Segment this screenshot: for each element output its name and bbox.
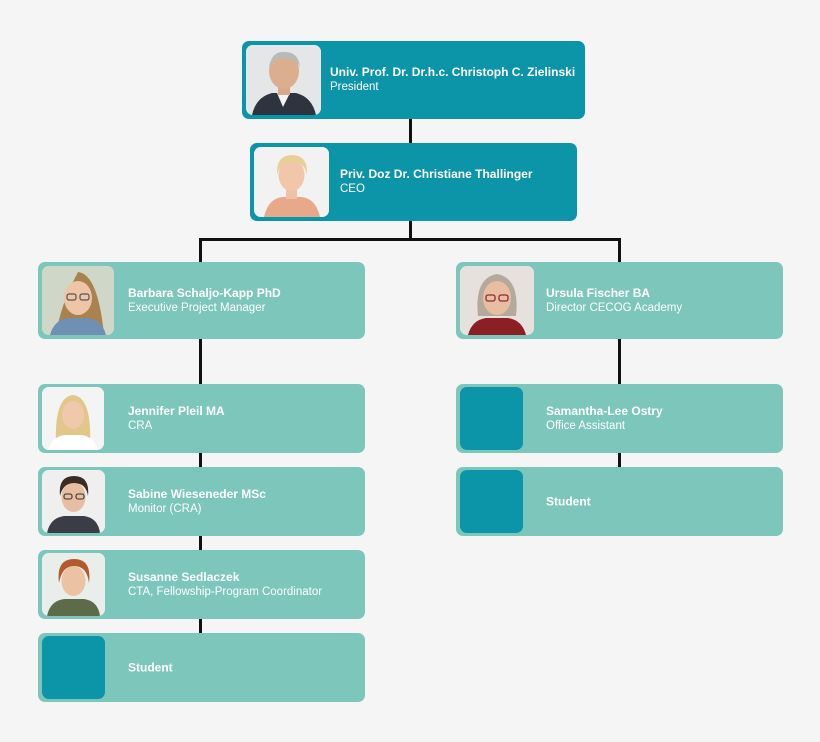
portrait-woman-icon <box>254 147 329 217</box>
org-node-director-academy: Ursula Fischer BA Director CECOG Academy <box>456 262 783 339</box>
person-name: Priv. Doz Dr. Christiane Thallinger <box>340 167 533 181</box>
portrait-woman-icon <box>42 470 105 533</box>
person-role: CTA, Fellowship-Program Coordinator <box>128 585 323 598</box>
person-role: CEO <box>340 183 365 195</box>
person-role: Executive Project Manager <box>128 301 266 314</box>
org-node-executive-project-manager: Barbara Schaljo-Kapp PhD Executive Proje… <box>38 262 365 339</box>
connector-right-down <box>618 238 621 263</box>
person-name: Univ. Prof. Dr. Dr.h.c. Christoph C. Zie… <box>330 65 576 79</box>
person-role: Office Assistant <box>546 419 626 432</box>
org-node-student-left: Student <box>38 633 365 702</box>
person-role: President <box>330 81 379 93</box>
org-node-student-right: Student <box>456 467 783 536</box>
placeholder-photo-icon <box>460 387 523 450</box>
placeholder-photo-icon <box>460 470 523 533</box>
connector-horizontal <box>199 238 621 241</box>
person-role: Monitor (CRA) <box>128 502 202 515</box>
portrait-woman-icon <box>460 266 534 335</box>
person-name: Ursula Fischer BA <box>546 285 651 300</box>
org-node-president: Univ. Prof. Dr. Dr.h.c. Christoph C. Zie… <box>242 41 585 119</box>
connector-president-ceo <box>409 118 412 144</box>
person-name: Student <box>128 660 173 674</box>
person-role: CRA <box>128 419 153 432</box>
org-node-ceo: Priv. Doz Dr. Christiane Thallinger CEO <box>250 143 577 221</box>
person-name: Jennifer Pleil MA <box>128 403 225 418</box>
org-node-office-assistant: Samantha-Lee Ostry Office Assistant <box>456 384 783 453</box>
portrait-woman-icon <box>42 553 105 616</box>
person-name: Samantha-Lee Ostry <box>546 403 663 418</box>
placeholder-photo-icon <box>42 636 105 699</box>
org-node-cra: Jennifer Pleil MA CRA <box>38 384 365 453</box>
person-name: Susanne Sedlaczek <box>128 569 240 584</box>
connector-left-down <box>199 238 202 263</box>
portrait-woman-icon <box>42 266 114 335</box>
portrait-man-icon <box>246 45 321 115</box>
connector-ceo-branch <box>409 220 412 240</box>
person-role: Director CECOG Academy <box>546 301 683 314</box>
person-name: Sabine Wieseneder MSc <box>128 486 266 501</box>
person-name: Barbara Schaljo-Kapp PhD <box>128 285 281 300</box>
org-node-monitor: Sabine Wieseneder MSc Monitor (CRA) <box>38 467 365 536</box>
person-name: Student <box>546 494 591 508</box>
org-node-cta-coordinator: Susanne Sedlaczek CTA, Fellowship-Progra… <box>38 550 365 619</box>
portrait-woman-icon <box>42 387 104 450</box>
